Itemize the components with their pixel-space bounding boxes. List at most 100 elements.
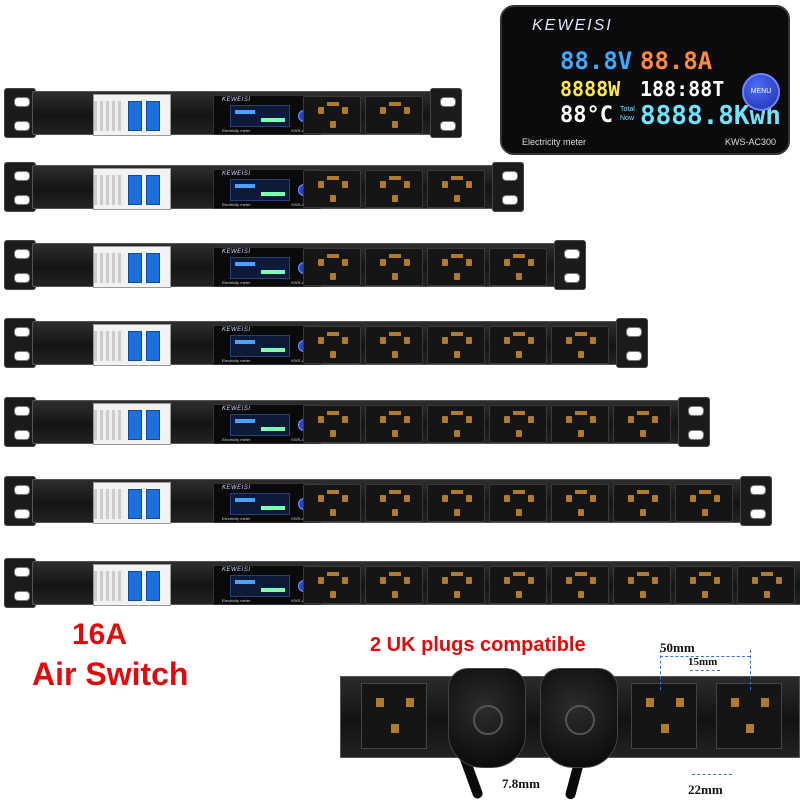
strip-meter-model: KWS-AC300 (291, 358, 314, 363)
uk-plug (540, 668, 618, 768)
universal-socket (551, 484, 609, 522)
uk-plug (448, 668, 526, 768)
voltage-readout: 88.8V (560, 47, 633, 75)
mounting-ear (4, 88, 36, 138)
dimension-line-22 (692, 774, 732, 775)
universal-socket (551, 566, 609, 604)
breaker-toggle[interactable] (146, 253, 160, 283)
meter-footer-label: Electricity meter (522, 137, 587, 147)
strip-meter-label: Electricity meter (222, 280, 251, 285)
strip-meter-model: KWS-AC300 (291, 598, 314, 603)
air-switch-breaker[interactable] (93, 403, 171, 445)
strip-meter-brand: KEWEISI (222, 567, 251, 573)
universal-socket (613, 566, 671, 604)
air-switch-breaker[interactable] (93, 324, 171, 366)
total-now-labels: Total Now (620, 105, 635, 123)
width-dimension: 22mm (688, 782, 723, 797)
universal-socket (631, 683, 697, 749)
strip-meter-brand: KEWEISI (222, 171, 251, 177)
strip-meter-screen (230, 335, 290, 357)
breaker-toggle[interactable] (128, 489, 142, 519)
universal-socket (365, 170, 423, 208)
strip-meter-brand: KEWEISI (222, 249, 251, 255)
meter-brand: KEWEISI (532, 17, 613, 34)
universal-socket (613, 405, 671, 443)
strip-meter-model: KWS-AC300 (291, 437, 314, 442)
breaker-toggle[interactable] (128, 101, 142, 131)
current-readout: 88.8A (640, 47, 713, 75)
universal-socket (303, 405, 361, 443)
mounting-ear (430, 88, 462, 138)
strip-meter-model: KWS-AC300 (291, 280, 314, 285)
breaker-toggle[interactable] (128, 410, 142, 440)
mounting-ear (740, 476, 772, 526)
breaker-rating-caption: 16A (72, 618, 128, 651)
strip-meter-model: KWS-AC300 (291, 128, 314, 133)
breaker-toggle[interactable] (146, 571, 160, 601)
universal-socket (427, 405, 485, 443)
strip-meter-model: KWS-AC300 (291, 202, 314, 207)
universal-socket (365, 566, 423, 604)
air-switch-breaker[interactable] (93, 482, 171, 524)
power-readout: 8888W (560, 77, 621, 101)
strip-meter-brand: KEWEISI (222, 327, 251, 333)
universal-socket (489, 405, 547, 443)
universal-socket (551, 405, 609, 443)
universal-socket (427, 326, 485, 364)
strip-meter-label: Electricity meter (222, 128, 251, 133)
breaker-toggle[interactable] (146, 101, 160, 131)
universal-socket (613, 484, 671, 522)
air-switch-breaker[interactable] (93, 246, 171, 288)
dimension-line-15 (690, 670, 720, 671)
universal-socket (365, 405, 423, 443)
universal-socket (303, 484, 361, 522)
dimension-line-50 (660, 656, 750, 657)
breaker-toggle[interactable] (128, 331, 142, 361)
breaker-toggle[interactable] (146, 410, 160, 440)
strip-meter-brand: KEWEISI (222, 406, 251, 412)
breaker-toggle[interactable] (128, 253, 142, 283)
pdu-8-outlet: KEWEISI Electricity meter KWS-AC300 (4, 558, 800, 608)
strip-meter-screen (230, 257, 290, 279)
breaker-toggle[interactable] (146, 331, 160, 361)
breaker-toggle[interactable] (146, 489, 160, 519)
pitch-dimension: 50mm (660, 640, 695, 655)
time-readout: 188:88T (640, 77, 725, 101)
universal-socket (675, 566, 733, 604)
universal-socket (489, 326, 547, 364)
strip-meter-label: Electricity meter (222, 437, 251, 442)
pdu-body: KEWEISI Electricity meter KWS-AC300 (32, 243, 558, 288)
pdu-body: KEWEISI Electricity meter KWS-AC300 (32, 400, 682, 445)
strip-meter-brand: KEWEISI (222, 485, 251, 491)
breaker-toggle[interactable] (146, 175, 160, 205)
universal-socket (716, 683, 782, 749)
pdu-4-outlet: KEWEISI Electricity meter KWS-AC300 (4, 240, 590, 290)
universal-socket (365, 326, 423, 364)
universal-socket (303, 248, 361, 286)
universal-socket (303, 170, 361, 208)
strip-meter-label: Electricity meter (222, 598, 251, 603)
air-switch-breaker[interactable] (93, 94, 171, 136)
gap-dimension: 15mm (688, 656, 718, 668)
air-switch-breaker[interactable] (93, 168, 171, 210)
strip-meter-screen (230, 493, 290, 515)
air-switch-breaker[interactable] (93, 564, 171, 606)
strip-meter-brand: KEWEISI (222, 97, 251, 103)
breaker-toggle[interactable] (128, 571, 142, 601)
mounting-ear (4, 240, 36, 290)
breaker-toggle[interactable] (128, 175, 142, 205)
menu-button[interactable]: MENU (742, 73, 780, 111)
total-label: Total (620, 106, 635, 113)
strip-meter-screen (230, 105, 290, 127)
mounting-ear (678, 397, 710, 447)
uk-plug-caption: 2 UK plugs compatible (370, 634, 586, 656)
meter-model: KWS-AC300 (724, 137, 776, 147)
mounting-ear (4, 162, 36, 212)
strip-meter-label: Electricity meter (222, 516, 251, 521)
electricity-meter-closeup: KEWEISI 88.8V 88.8A 8888W 188:88T 88°C T… (500, 5, 790, 155)
